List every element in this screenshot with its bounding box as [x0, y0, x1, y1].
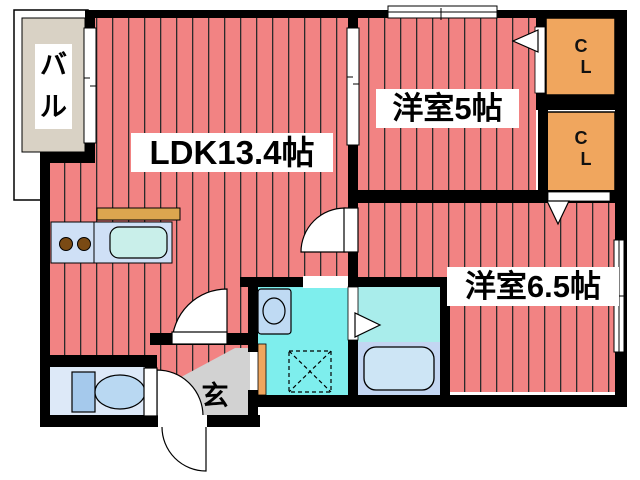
closet-upper-label: C L	[552, 36, 610, 78]
wall-closet-lower-left	[538, 110, 548, 192]
closet-lower-door-swing-icon	[546, 200, 570, 226]
wall-room5-room65	[348, 190, 536, 203]
window-room5-top	[387, 5, 498, 20]
entrance-door-swing	[161, 426, 207, 472]
kitchen-counter-top	[96, 207, 181, 221]
balcony-label: バ ル	[35, 44, 72, 129]
bedroom5-room-label: 洋室5帖	[376, 89, 519, 128]
wall-center-vertical	[348, 14, 358, 397]
entrance-label: 玄	[201, 380, 229, 411]
closet-upper	[545, 17, 616, 96]
closet-upper-line2: L	[580, 57, 592, 77]
bath-door-swing-icon	[354, 312, 382, 338]
wall-left	[40, 152, 50, 427]
entrance-step	[257, 343, 267, 396]
toilet-bowl	[94, 374, 146, 410]
burner-right-icon	[77, 237, 91, 251]
burner-left-icon	[59, 237, 73, 251]
toilet-door-leaf	[143, 367, 158, 417]
bath-door	[347, 286, 359, 341]
wall-bath-room65	[440, 283, 450, 397]
washer-pan	[288, 350, 332, 393]
closet-upper-door-swing-icon	[511, 29, 539, 53]
room65-door-swing	[300, 207, 346, 253]
ldk-room-label: LDK13.4帖	[131, 133, 333, 172]
bedroom65-room-label: 洋室6.5帖	[447, 267, 619, 306]
toilet-tank	[71, 371, 96, 413]
closet-upper-door	[534, 26, 546, 94]
washroom-doorway	[303, 276, 348, 288]
toilet-door-swing	[156, 369, 204, 417]
wall-entrance-right	[248, 390, 258, 427]
closet-lower-label: C L	[552, 128, 610, 170]
closet-lower-line2: L	[580, 149, 592, 169]
balcony-label-char1: バ	[40, 49, 67, 80]
bathtub	[363, 346, 435, 391]
balcony-label-char2: ル	[40, 92, 67, 123]
wall-under-balcony	[40, 152, 95, 163]
wall-washroom-left	[248, 287, 258, 352]
closet-lower-line1: C	[574, 128, 588, 148]
hall-door-leaf	[171, 331, 228, 345]
wall-ldk-toilet	[40, 355, 157, 367]
wall-bottom-right	[248, 395, 627, 407]
wall-closet-divider	[536, 95, 615, 110]
room65-door-leaf	[343, 207, 359, 253]
closet-lower-door	[547, 191, 611, 202]
bath-floor-upper	[358, 287, 440, 342]
balcony-window	[83, 27, 97, 144]
entrance-doorway	[158, 415, 207, 427]
closet-upper-line1: C	[574, 36, 588, 56]
sliding-door-ldk-room5	[346, 27, 360, 146]
kitchen-sink	[109, 226, 168, 259]
washbasin-bowl	[262, 297, 286, 325]
openings	[83, 5, 627, 472]
